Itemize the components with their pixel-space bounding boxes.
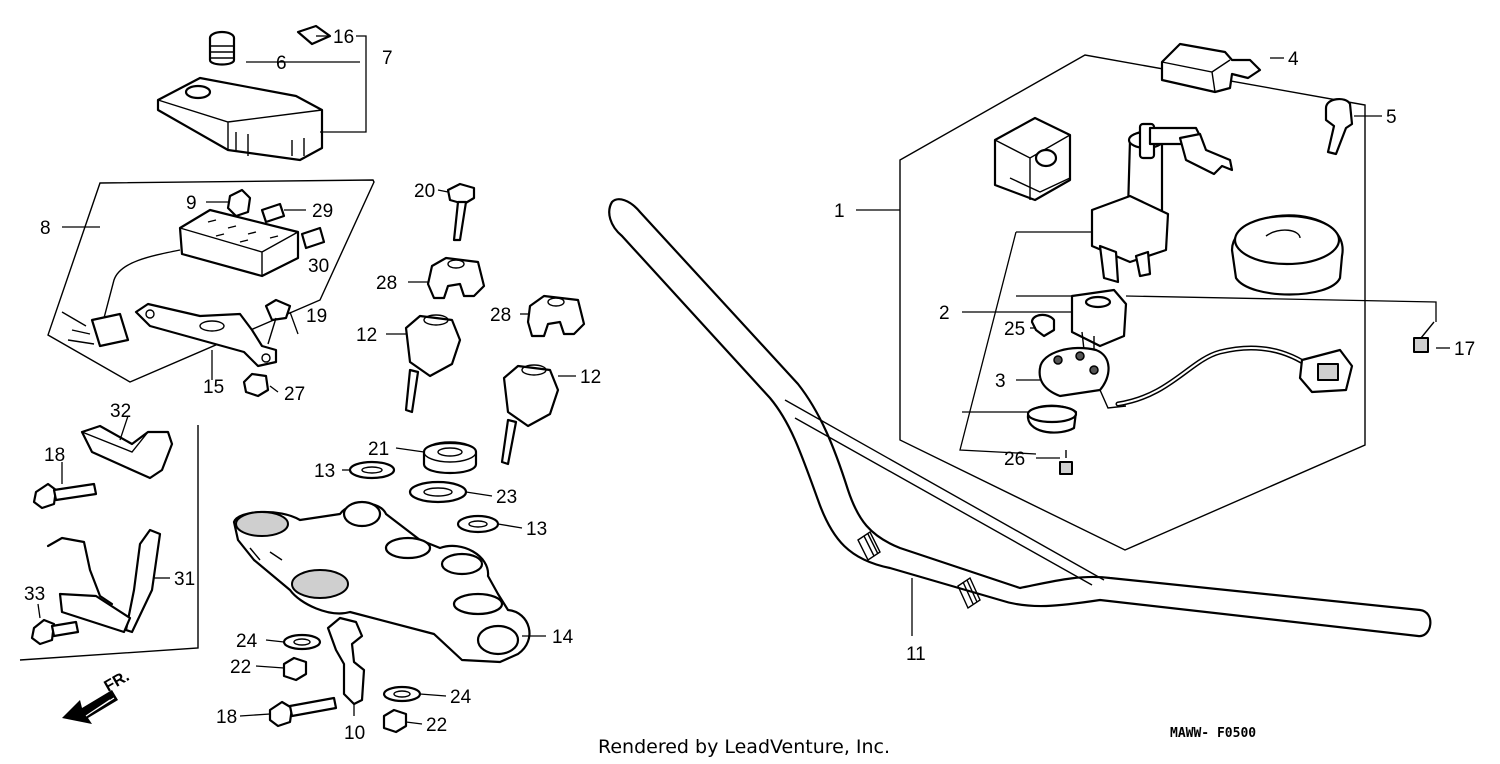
part-16-pad bbox=[296, 24, 332, 46]
part-21-nut bbox=[422, 441, 478, 474]
callout-17: 17 bbox=[1454, 339, 1475, 360]
part-18-bolt-bottom bbox=[268, 696, 338, 728]
part-31-bracket bbox=[46, 528, 162, 634]
part-33-bolt bbox=[30, 618, 80, 646]
callout-20: 20 bbox=[414, 181, 435, 202]
callout-4: 4 bbox=[1288, 49, 1299, 70]
handlebar-knurl-right bbox=[957, 576, 981, 610]
part-12-holder-lower bbox=[500, 364, 560, 466]
handlebar-knurl-left bbox=[857, 530, 881, 562]
front-direction-arrow: FR. bbox=[62, 668, 132, 724]
front-direction-label: FR. bbox=[102, 668, 133, 696]
callout-2: 2 bbox=[939, 303, 950, 324]
part-7-case bbox=[156, 76, 324, 162]
callout-28-lower: 28 bbox=[490, 305, 511, 326]
part-13-washer-lower bbox=[456, 514, 500, 534]
fuel-cap bbox=[1230, 214, 1344, 296]
part-8-fuse-box bbox=[61, 208, 300, 348]
part-12-holder-upper bbox=[404, 314, 462, 414]
callout-29: 29 bbox=[312, 201, 333, 222]
part-3-switch-base bbox=[1038, 346, 1127, 409]
part-19-bolt bbox=[264, 298, 292, 345]
callout-25: 25 bbox=[1004, 319, 1025, 340]
callout-6: 6 bbox=[276, 53, 287, 74]
part-18-bolt-left bbox=[32, 482, 98, 510]
callout-27: 27 bbox=[284, 384, 305, 405]
part-5-key bbox=[1324, 98, 1354, 156]
callout-28-upper: 28 bbox=[376, 273, 397, 294]
callout-16: 16 bbox=[333, 27, 354, 48]
callout-1: 1 bbox=[834, 201, 845, 222]
callout-30: 30 bbox=[308, 256, 329, 277]
callout-15: 15 bbox=[203, 377, 224, 398]
part-15-bracket bbox=[134, 302, 278, 368]
part-24-washer-right bbox=[382, 685, 422, 703]
part-10-bracket bbox=[326, 616, 366, 706]
switch-harness bbox=[1115, 345, 1354, 407]
callout-19: 19 bbox=[306, 306, 327, 327]
callout-24-left: 24 bbox=[236, 631, 258, 652]
part-28-clamp-lower bbox=[526, 294, 586, 338]
key-cover bbox=[993, 116, 1072, 202]
part-26-screw bbox=[1059, 450, 1073, 475]
callout-21: 21 bbox=[368, 439, 389, 460]
part-17-screw bbox=[1413, 321, 1435, 353]
part-14-top-bridge bbox=[232, 500, 531, 664]
callout-7: 7 bbox=[382, 48, 393, 69]
callout-12-upper: 12 bbox=[356, 325, 377, 346]
part-25-clip bbox=[1030, 313, 1056, 338]
part-24-washer-left bbox=[282, 633, 322, 651]
ignition-switch bbox=[1090, 122, 1234, 284]
leader-lines bbox=[37, 35, 1450, 725]
callout-33: 33 bbox=[24, 584, 45, 605]
part-23-washer bbox=[408, 480, 468, 504]
left-sub-panel bbox=[19, 425, 199, 661]
callout-31: 31 bbox=[174, 569, 195, 590]
part-22-nut-left bbox=[282, 656, 308, 682]
callout-13-upper: 13 bbox=[314, 461, 335, 482]
callout-13-lower: 13 bbox=[526, 519, 547, 540]
part-2-cover bbox=[1070, 288, 1128, 351]
part-22-nut-right bbox=[382, 708, 408, 734]
callout-32: 32 bbox=[110, 401, 131, 422]
callout-11: 11 bbox=[906, 644, 926, 665]
callout-10: 10 bbox=[344, 723, 365, 744]
handlebar bbox=[608, 198, 1432, 638]
callout-12-lower: 12 bbox=[580, 367, 601, 388]
callout-5: 5 bbox=[1386, 107, 1397, 128]
part-27-nut bbox=[242, 372, 270, 398]
ignition-group-outline bbox=[899, 54, 1366, 551]
part-9-relay bbox=[226, 188, 252, 218]
callout-24-right: 24 bbox=[450, 687, 472, 708]
part-8-group-outline bbox=[47, 179, 375, 383]
part-30-fuse bbox=[300, 226, 326, 250]
part-28-clamp-upper bbox=[426, 256, 486, 300]
callout-18-left: 18 bbox=[44, 445, 65, 466]
part-32-bracket bbox=[80, 424, 174, 480]
part-6-grommet bbox=[208, 30, 236, 66]
callout-labels: 1 2 3 4 5 6 7 8 9 10 11 12 12 13 13 14 1… bbox=[24, 27, 1475, 744]
callout-8: 8 bbox=[40, 218, 51, 239]
drawing-code: MAWW- F0500 bbox=[1170, 726, 1256, 741]
part-13-washer-upper bbox=[348, 460, 396, 480]
callout-26: 26 bbox=[1004, 449, 1025, 470]
callout-22-left: 22 bbox=[230, 657, 251, 678]
part-26-band bbox=[1026, 404, 1078, 434]
callout-23: 23 bbox=[496, 487, 517, 508]
callout-22-right: 22 bbox=[426, 715, 447, 736]
callout-3: 3 bbox=[995, 371, 1006, 392]
callout-18-bottom: 18 bbox=[216, 707, 237, 728]
part-29-fuse bbox=[260, 202, 286, 224]
part-20-bolt bbox=[446, 182, 476, 242]
callout-9: 9 bbox=[186, 193, 197, 214]
render-credit: Rendered by LeadVenture, Inc. bbox=[598, 736, 890, 758]
callout-14: 14 bbox=[552, 627, 574, 648]
part-4-bracket bbox=[1160, 42, 1262, 94]
